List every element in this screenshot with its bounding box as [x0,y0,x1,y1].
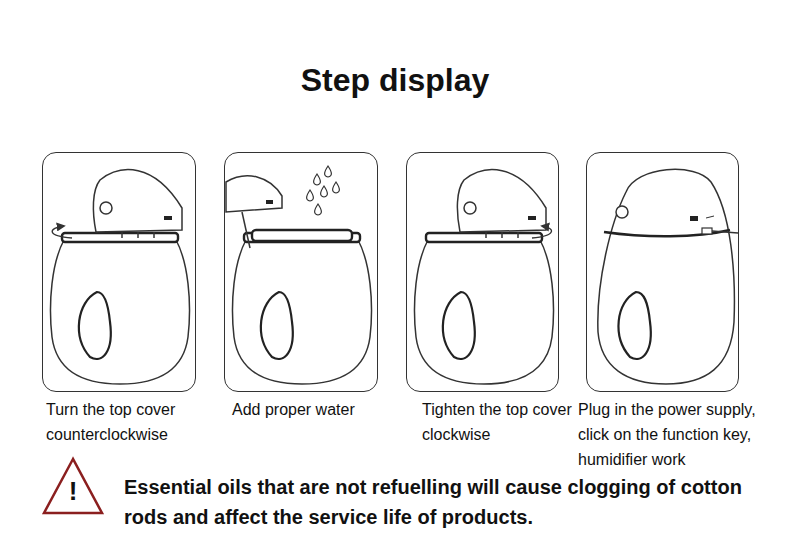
step-caption: Plug in the power supply, click on the f… [578,397,783,472]
humidifier-assembled [598,169,738,384]
step-panel: Tighten the top cover clockwise [406,152,559,392]
step-panel: Add proper water [224,152,378,392]
step-caption: Tighten the top cover clockwise [422,397,572,447]
step-panel: Plug in the power supply, click on the f… [586,152,739,392]
warning-mark: ! [63,476,83,506]
step-caption: Add proper water [232,397,397,422]
warning-note: Essential oils that are not refuelling w… [124,472,786,532]
step-panel: Turn the top cover counterclockwise [42,152,196,392]
humidifier-filling [226,166,372,384]
step-caption: Turn the top cover counterclockwise [46,397,216,447]
title: Step display [0,62,790,99]
warning-triangle [44,459,102,513]
humidifier-open [51,170,190,384]
humidifier-closing [415,170,554,384]
